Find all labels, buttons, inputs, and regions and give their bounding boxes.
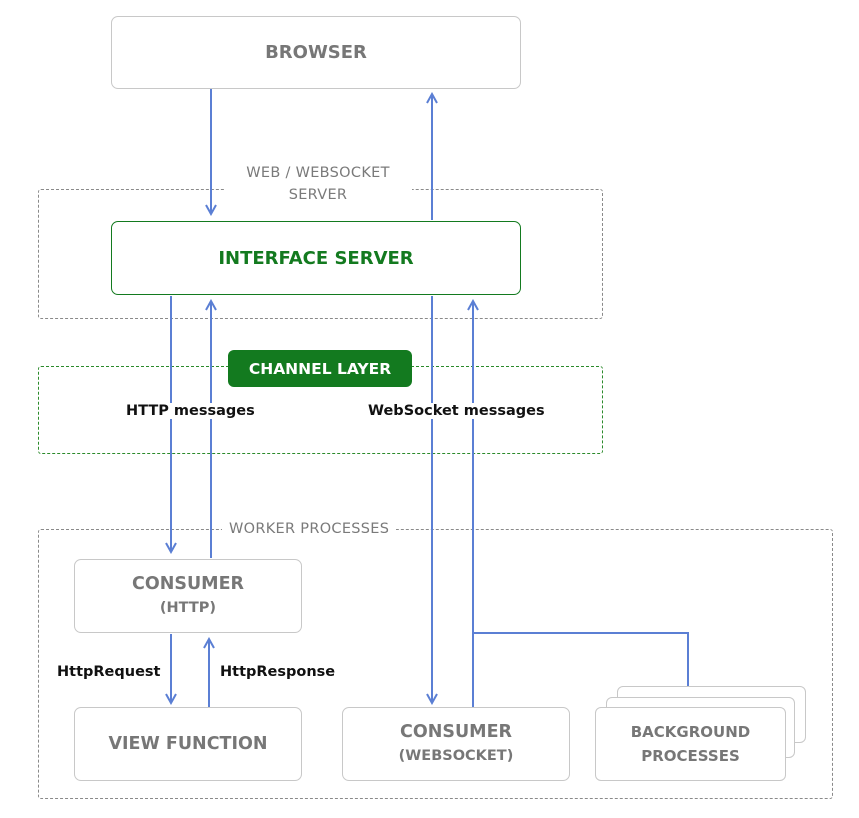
view-function-box: VIEW FUNCTION [74, 707, 302, 781]
channel-layer-label: CHANNEL LAYER [248, 359, 392, 378]
consumer-http-box: CONSUMER (HTTP) [74, 559, 302, 633]
worker-processes-group [38, 529, 833, 799]
consumer-websocket-title: CONSUMER [399, 722, 513, 742]
background-connector [473, 632, 689, 686]
httpresponse-label: HttpResponse [220, 664, 336, 680]
consumer-websocket-subtitle: (WEBSOCKET) [398, 748, 514, 764]
background-processes-box: BACKGROUND PROCESSES [595, 707, 786, 781]
httprequest-label: HttpRequest [57, 664, 161, 680]
browser-label: BROWSER [265, 42, 367, 63]
consumer-http-title: CONSUMER [131, 574, 245, 594]
interface-server-box: INTERFACE SERVER [111, 221, 521, 295]
websocket-messages-label: WebSocket messages [364, 403, 549, 419]
browser-box: BROWSER [111, 16, 521, 89]
consumer-websocket-box: CONSUMER (WEBSOCKET) [342, 707, 570, 781]
web-server-label-line2: SERVER [288, 187, 348, 203]
interface-server-label: INTERFACE SERVER [218, 247, 414, 269]
background-processes-line1: BACKGROUND [630, 723, 751, 741]
web-server-label: WEB / WEBSOCKET SERVER [224, 162, 412, 206]
background-processes-line2: PROCESSES [641, 747, 740, 765]
web-server-label-line1: WEB / WEBSOCKET [246, 165, 390, 181]
consumer-http-subtitle: (HTTP) [159, 600, 217, 616]
channel-layer-badge: CHANNEL LAYER [228, 350, 412, 387]
view-function-label: VIEW FUNCTION [108, 734, 268, 754]
worker-processes-label: WORKER PROCESSES [222, 518, 397, 540]
http-messages-label: HTTP messages [122, 403, 259, 419]
